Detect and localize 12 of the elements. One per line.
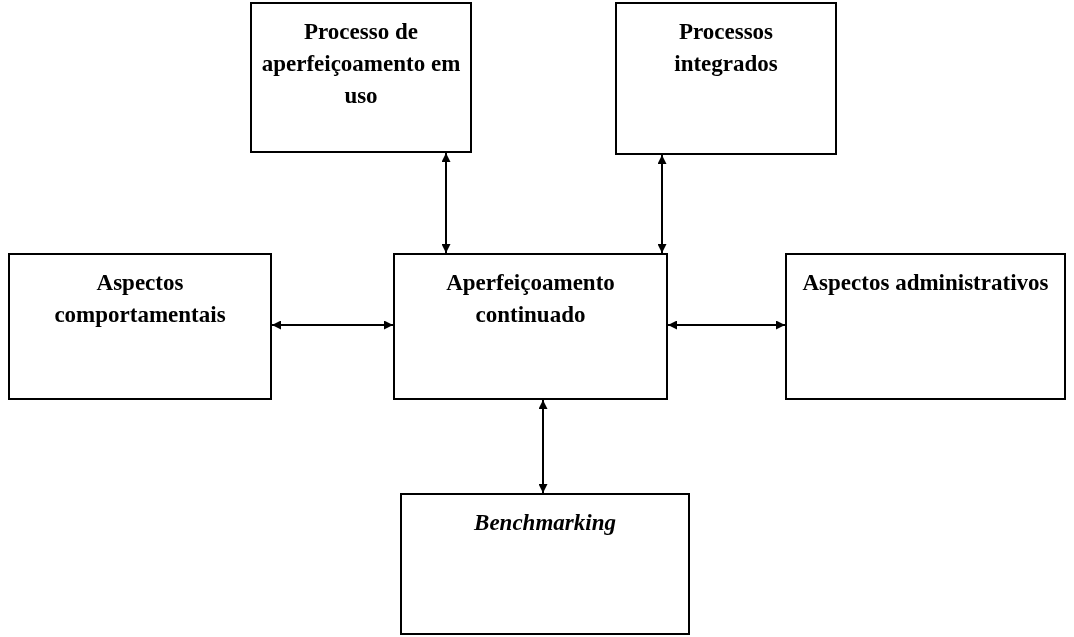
- box-label: Aperfeiçoamento continuado: [445, 269, 616, 329]
- process-box: [8, 253, 272, 400]
- process-box: [615, 2, 837, 155]
- process-box: [393, 253, 668, 400]
- box-label: Aspectos comportamentais: [53, 269, 227, 329]
- process-box: [400, 493, 690, 635]
- box-label: Benchmarking: [474, 509, 616, 537]
- process-box: [250, 2, 472, 153]
- box-label: Processo de aperfeiçoamento em uso: [260, 18, 462, 110]
- process-box: [785, 253, 1066, 400]
- box-label: Processos integrados: [673, 18, 779, 78]
- box-label: Aspectos administrativos: [802, 269, 1049, 297]
